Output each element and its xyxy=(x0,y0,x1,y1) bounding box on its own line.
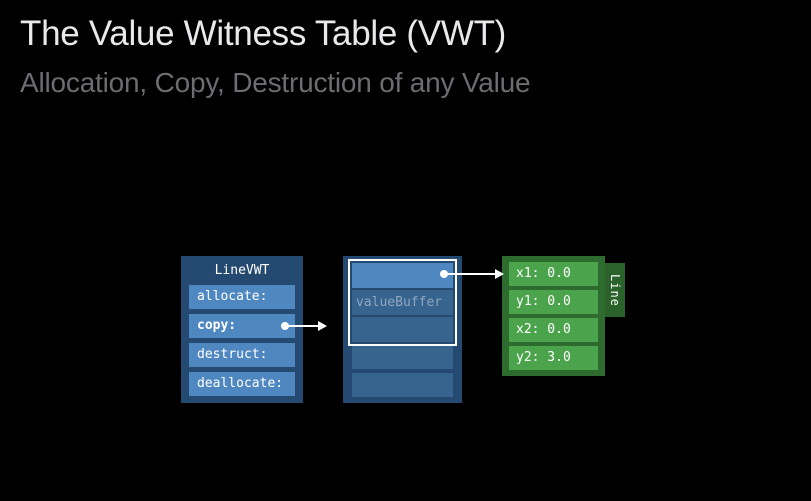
vwt-row-destruct: destruct: xyxy=(189,343,295,367)
container-slot xyxy=(352,373,453,397)
buffer-slot xyxy=(352,317,453,342)
line-field-y2: y2: 3.0 xyxy=(509,346,598,370)
line-field-x2: x2: 0.0 xyxy=(509,318,598,342)
vwt-row-deallocate: deallocate: xyxy=(189,372,295,396)
existential-container: valueBuffer xyxy=(343,256,462,403)
vwt-table-title: LineVWT xyxy=(214,263,270,278)
vwt-row-copy: copy: xyxy=(189,314,295,338)
line-field-y1: y1: 0.0 xyxy=(509,290,598,314)
value-buffer-label: valueBuffer xyxy=(352,290,453,315)
line-value-box: x1: 0.0 y1: 0.0 x2: 0.0 y2: 3.0 xyxy=(502,256,605,376)
buffer-slot-pointer xyxy=(352,263,453,288)
vwt-row-allocate: allocate: xyxy=(189,285,295,309)
vwt-table: LineVWT allocate: copy: destruct: deallo… xyxy=(181,256,303,403)
line-type-tab: Line xyxy=(604,263,625,317)
container-slot xyxy=(352,345,453,369)
slide-subtitle: Allocation, Copy, Destruction of any Val… xyxy=(20,67,531,98)
line-field-x1: x1: 0.0 xyxy=(509,262,598,286)
slide-title: The Value Witness Table (VWT) xyxy=(20,14,507,53)
